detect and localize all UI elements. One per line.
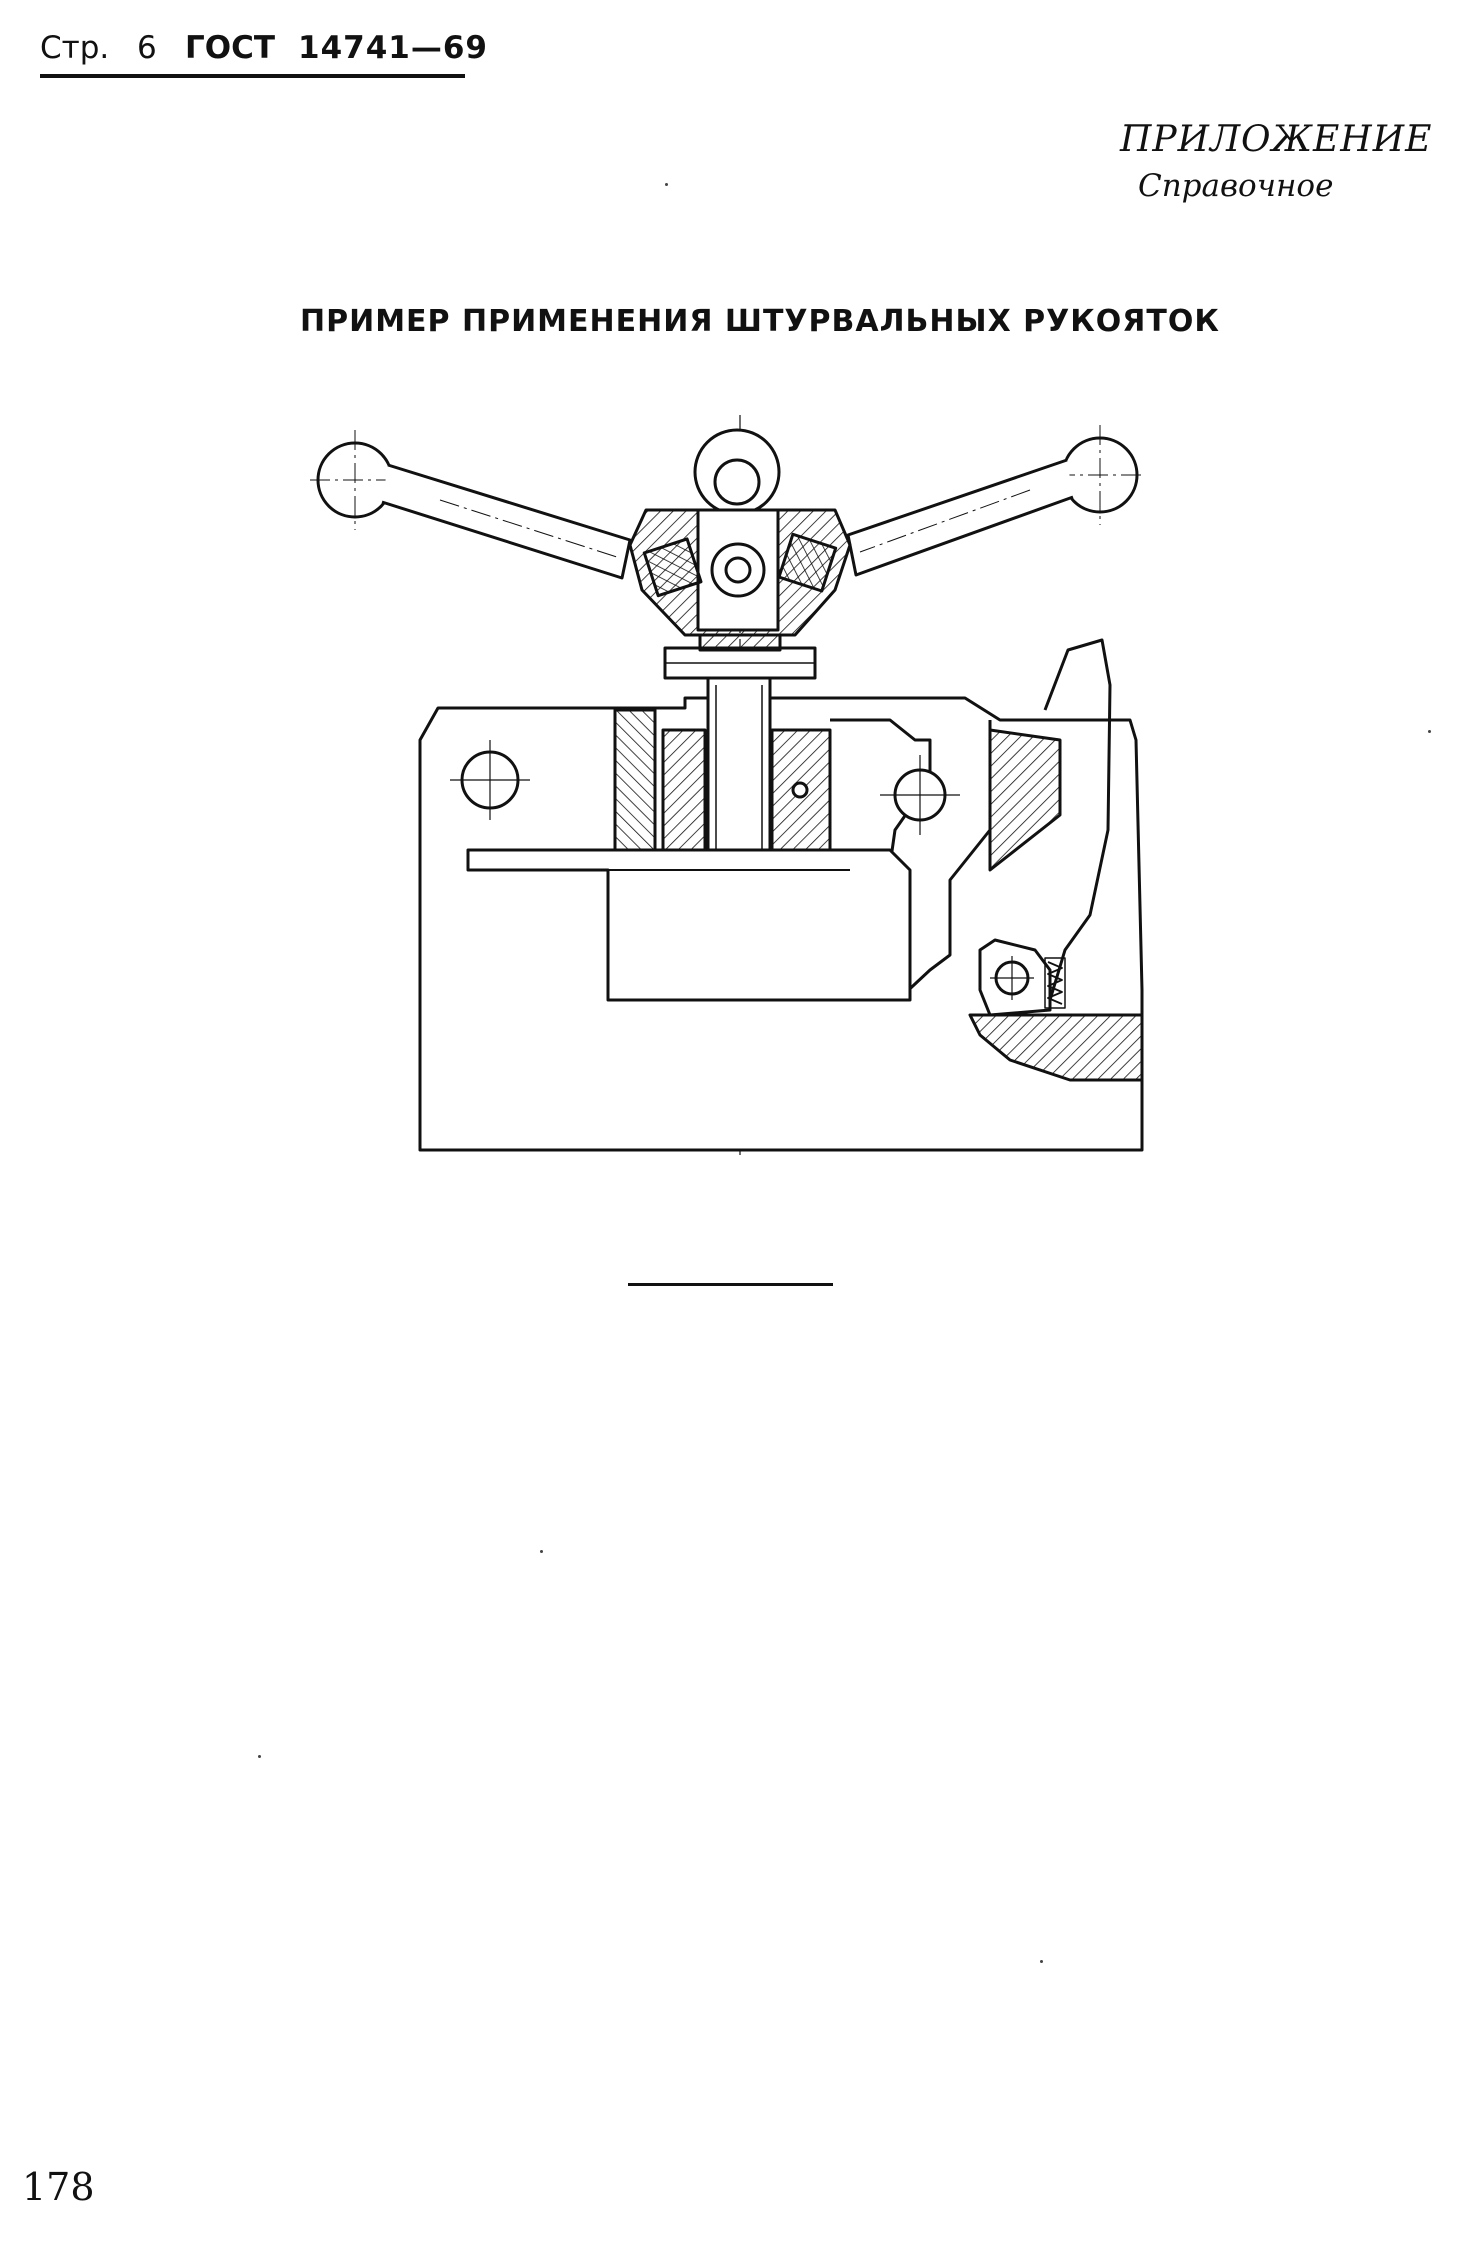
scan-speck xyxy=(665,183,668,186)
header-underline xyxy=(40,74,465,78)
scan-speck xyxy=(1040,1960,1043,1963)
section-title: ПРИМЕР ПРИМЕНЕНИЯ ШТУРВАЛЬНЫХ РУКОЯТОК xyxy=(300,304,1220,339)
header-page-prefix: Стр. xyxy=(40,30,110,66)
appendix-subtitle: Справочное xyxy=(1138,168,1334,204)
scan-speck xyxy=(258,1755,261,1758)
scan-speck xyxy=(540,1550,543,1553)
scan-speck xyxy=(1428,730,1431,733)
header-standard-label: ГОСТ xyxy=(185,30,276,66)
section-end-rule xyxy=(628,1283,833,1286)
handwheel-clamp-drawing-icon xyxy=(310,415,1145,1155)
page-number: 178 xyxy=(22,2165,95,2209)
header-standard-number: 14741—69 xyxy=(298,30,488,66)
appendix-title: ПРИЛОЖЕНИЕ xyxy=(1120,119,1433,160)
page-header: Стр. 6 ГОСТ 14741—69 xyxy=(40,28,487,78)
header-page-number: 6 xyxy=(137,30,157,66)
